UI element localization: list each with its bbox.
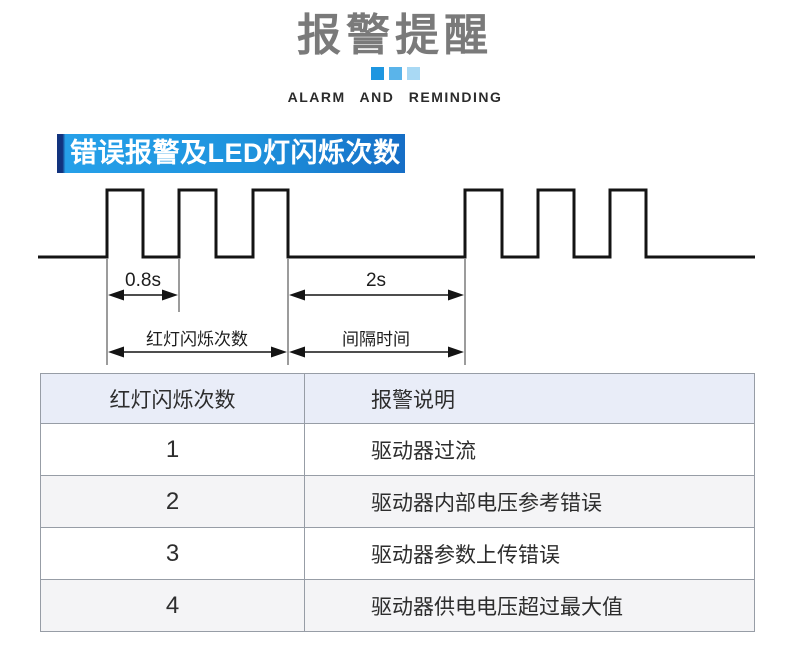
accent-square-icon: [406, 67, 420, 80]
arrowhead-icon: [289, 346, 305, 358]
cell-description: 驱动器内部电压参考错误: [304, 475, 755, 528]
table-row: 3 驱动器参数上传错误: [40, 527, 755, 580]
arrowhead-icon: [289, 289, 305, 301]
cell-count: 1: [40, 423, 305, 476]
cell-count: 3: [40, 527, 305, 580]
led-timing-diagram: 0.8s 2s 红灯闪烁次数 间隔时间: [38, 188, 755, 365]
arrowhead-icon: [271, 346, 287, 358]
page-title: 报警提醒: [297, 11, 493, 60]
cell-count: 2: [40, 475, 305, 528]
flash-count-label: 红灯闪烁次数: [146, 330, 248, 349]
page-subtitle: ALARM AND REMINDING: [287, 89, 503, 105]
cell-count: 4: [40, 579, 305, 632]
accent-square-icon: [370, 67, 384, 80]
page-header: 报警提醒 ALARM AND REMINDING: [0, 0, 790, 106]
section-banner-label: 错误报警及LED灯闪烁次数: [70, 138, 401, 168]
section-banner: 错误报警及LED灯闪烁次数: [57, 134, 405, 173]
waveform-line: [38, 188, 755, 259]
header-description: 报警说明: [304, 373, 755, 424]
table-row: 1 驱动器过流: [40, 423, 755, 476]
arrowhead-icon: [162, 289, 178, 301]
table-header-row: 红灯闪烁次数 报警说明: [40, 373, 755, 424]
arrowhead-icon: [448, 289, 464, 301]
table-row: 4 驱动器供电电压超过最大值: [40, 579, 755, 632]
interval-time-label: 间隔时间: [342, 330, 410, 349]
interval-label: 2s: [366, 270, 386, 291]
arrowhead-icon: [448, 346, 464, 358]
table-row: 2 驱动器内部电压参考错误: [40, 475, 755, 528]
alarm-code-table: 红灯闪烁次数 报警说明 1 驱动器过流 2 驱动器内部电压参考错误 3 驱动器参…: [40, 373, 755, 632]
arrowhead-icon: [108, 289, 124, 301]
cell-description: 驱动器参数上传错误: [304, 527, 755, 580]
arrowhead-icon: [108, 346, 124, 358]
cell-description: 驱动器过流: [304, 423, 755, 476]
pulse-width-label: 0.8s: [125, 270, 161, 291]
accent-square-icon: [388, 67, 402, 80]
title-accent-squares: [0, 67, 790, 80]
cell-description: 驱动器供电电压超过最大值: [304, 579, 755, 632]
header-flash-count: 红灯闪烁次数: [40, 373, 305, 424]
